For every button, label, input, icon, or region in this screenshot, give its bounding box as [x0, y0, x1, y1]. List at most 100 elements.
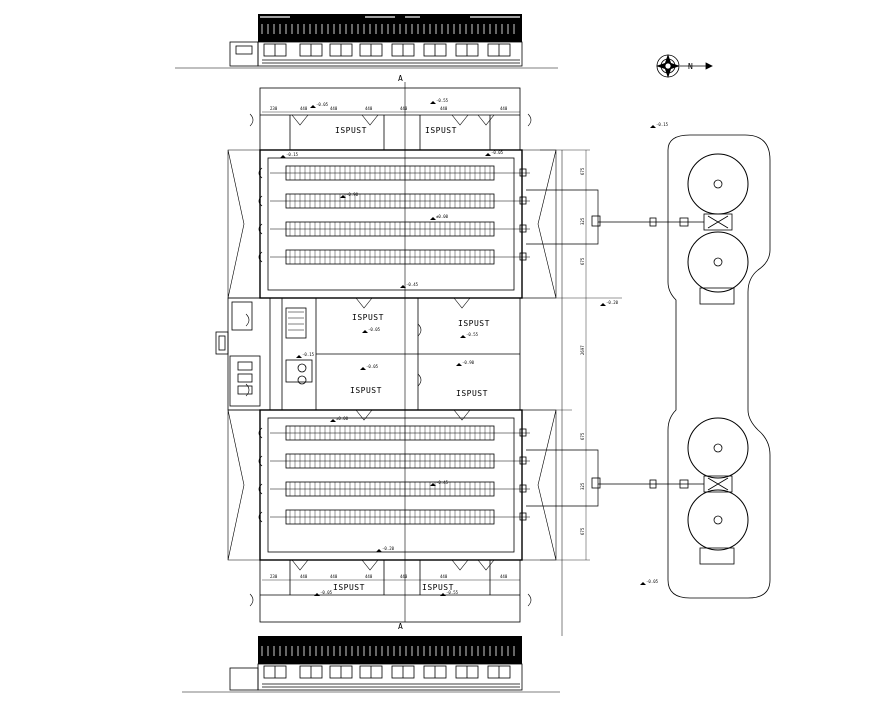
top-dimension: 440: [365, 106, 373, 111]
right-dimension: 675: [580, 257, 585, 265]
elevation-marker: [296, 355, 302, 358]
room-label-2: ISPUST: [425, 126, 457, 135]
feed-silo-area: [526, 134, 771, 599]
north-label: N: [688, 62, 693, 71]
silo-center: [713, 515, 723, 525]
section-line: A A: [398, 74, 406, 631]
elevation-value: -0.55: [436, 98, 449, 103]
silo-base: [699, 547, 735, 565]
right-dimension: 325: [580, 217, 585, 225]
room-label-1: ISPUST: [335, 126, 367, 135]
silo-center: [713, 443, 723, 453]
elevation-value: -0.05: [320, 590, 333, 595]
feed-pipe: [526, 189, 704, 223]
door-arc: [249, 113, 254, 127]
right-dimension: 2697: [580, 345, 585, 355]
door-arc: [527, 593, 532, 607]
elevation-marker: [400, 285, 406, 288]
silo-center: [713, 257, 723, 267]
room-label-3: ISPUST: [352, 313, 384, 322]
elevation-value: -0.15: [656, 122, 669, 127]
bottom-dimension: 440: [365, 574, 373, 579]
door-arc: [417, 323, 422, 337]
top-elevation: [175, 14, 558, 69]
valve: [679, 479, 689, 489]
top-dimension: 440: [300, 106, 308, 111]
silo-base: [699, 287, 735, 305]
elevation-marker: [485, 153, 491, 156]
elevation-marker: [340, 195, 346, 198]
door-arc: [245, 383, 250, 397]
feed-pipe: [526, 449, 704, 485]
elevation-marker: [600, 303, 606, 306]
top-dimension: 440: [440, 106, 448, 111]
elevation-value: -0.15: [302, 352, 315, 357]
bottom-dimension: 440: [330, 574, 338, 579]
door-swing: [361, 114, 379, 126]
door-swing: [477, 114, 495, 126]
door-swing: [451, 559, 469, 571]
door-swing: [453, 409, 471, 421]
door-swing: [477, 559, 495, 571]
elevation-value: -0.05: [491, 150, 504, 155]
feed-hopper: [519, 252, 527, 261]
section-mark-bottom: A: [398, 622, 403, 631]
elevation-marker: [650, 125, 656, 128]
silo: [687, 417, 749, 479]
elevation-value: -0.90: [462, 360, 475, 365]
elevation-marker: [456, 363, 462, 366]
door-swing: [355, 297, 373, 309]
elevation-value: -0.15: [286, 152, 299, 157]
silo: [687, 153, 749, 215]
door-swing: [361, 559, 379, 571]
right-dimension: 675: [580, 527, 585, 535]
silo-auger: [707, 477, 729, 491]
bottom-dimension: 440: [440, 574, 448, 579]
bottom-dimension: 440: [400, 574, 408, 579]
bottom-dimension: 440: [300, 574, 308, 579]
bottom-elevation: [182, 636, 560, 693]
elevation-value: -0.45: [436, 480, 449, 485]
bottom-dimension: 440: [500, 574, 508, 579]
valve: [649, 479, 657, 489]
silo: [687, 231, 749, 293]
silo-center: [713, 179, 723, 189]
north-arrow: N: [656, 54, 713, 78]
elevation-marker: [430, 217, 436, 220]
elevation-value: -0.55: [466, 332, 479, 337]
fixture: [237, 361, 253, 371]
top-dimension: 230: [270, 106, 278, 111]
elevation-value: -0.05: [646, 579, 659, 584]
feed-hopper: [519, 484, 527, 493]
feed-pipe: [526, 484, 599, 507]
silo: [687, 489, 749, 551]
elevation-value: -0.55: [446, 590, 459, 595]
door-arc: [417, 373, 422, 387]
elevation-marker: [314, 593, 320, 596]
elevation-marker: [360, 367, 366, 370]
door-swing: [453, 297, 471, 309]
main-building-plan: ISPUST ISPUST ISPUST ISPUST ISPUST ISPUS…: [215, 87, 557, 623]
feed-junction: [591, 477, 601, 489]
door-swing: [291, 114, 309, 126]
right-dimension: 325: [580, 482, 585, 490]
feed-hopper: [519, 196, 527, 205]
valve: [679, 217, 689, 227]
elevation-marker: [640, 582, 646, 585]
feed-hopper: [519, 168, 527, 177]
door-swing: [355, 409, 373, 421]
section-mark-top: A: [398, 74, 403, 83]
elevation-value: ±0.00: [336, 416, 349, 421]
top-dimension: 440: [400, 106, 408, 111]
top-dimension: 440: [330, 106, 338, 111]
feed-hopper: [519, 512, 527, 521]
feed-pipe: [526, 222, 599, 245]
elevation-marker: [330, 419, 336, 422]
elevation-value: ±0.00: [436, 214, 449, 219]
room-label-5: ISPUST: [350, 386, 382, 395]
door-swing: [291, 559, 309, 571]
elevation-marker: [280, 155, 286, 158]
fixture: [237, 385, 253, 395]
